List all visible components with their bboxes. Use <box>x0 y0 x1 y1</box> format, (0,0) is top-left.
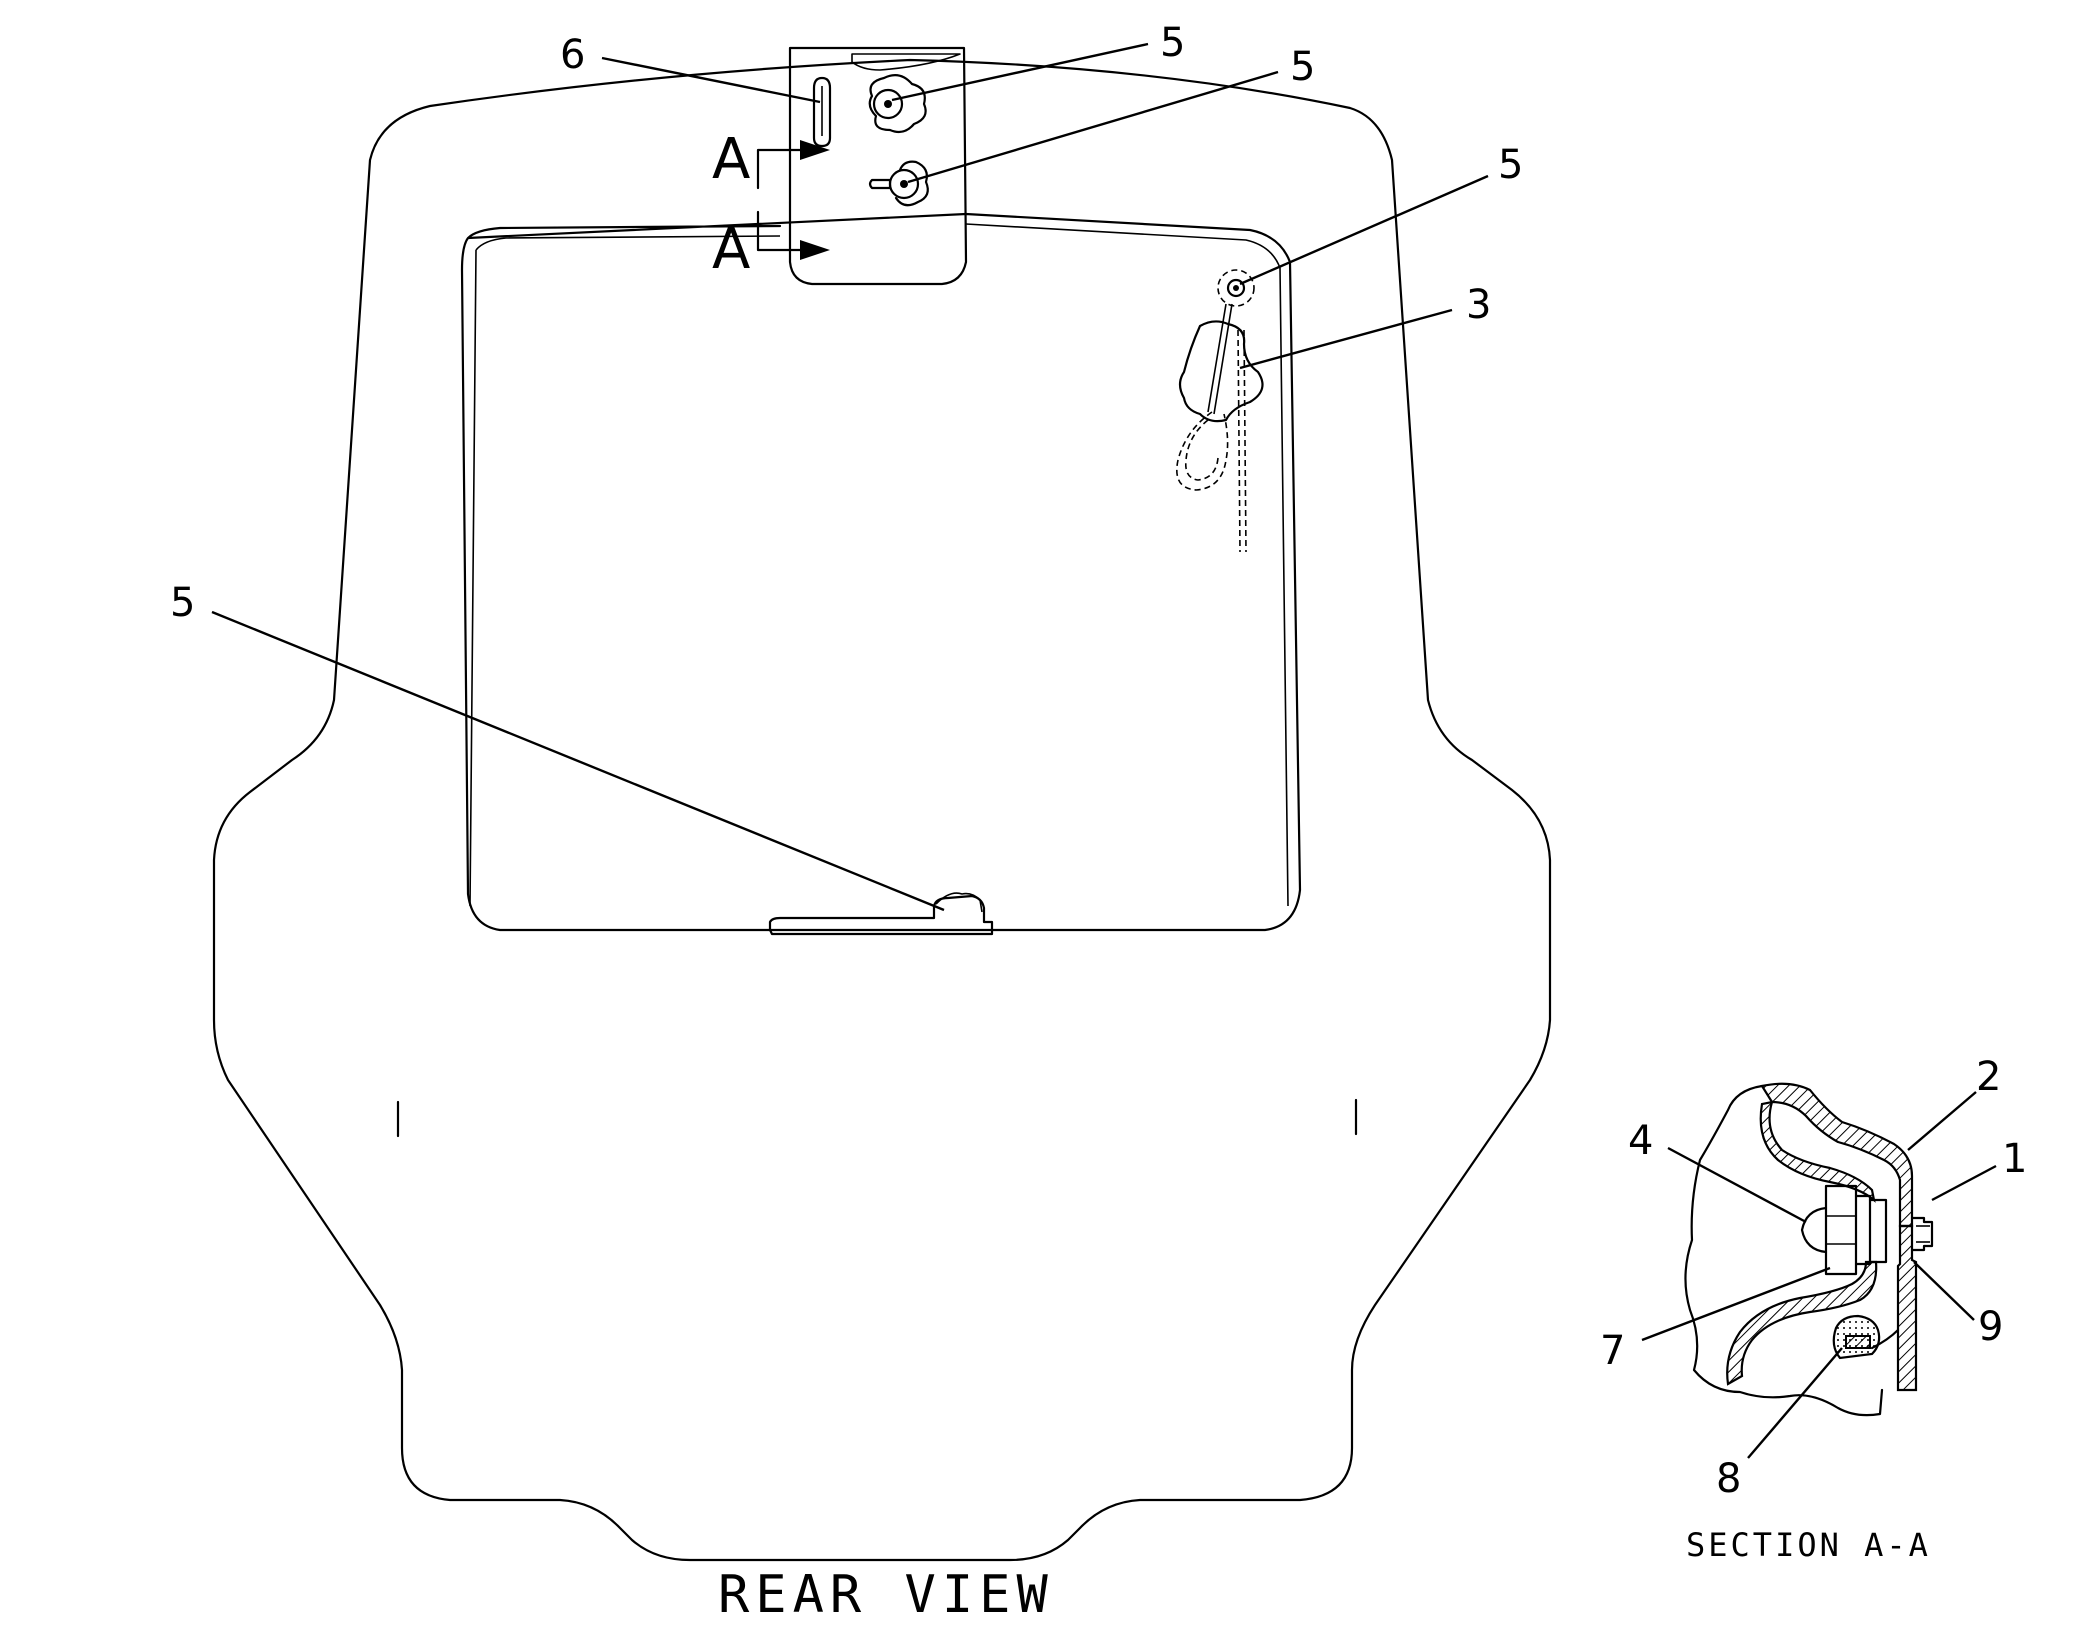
latch-lump <box>935 892 983 913</box>
section-marker-bottom: A <box>712 217 750 282</box>
hose-loop-inner <box>1184 419 1219 481</box>
callout-8: 8 <box>1716 1456 1741 1502</box>
section-arrow-top <box>756 148 802 190</box>
pivot-dashed-circle <box>1217 269 1255 307</box>
callout-3: 3 <box>1466 282 1491 328</box>
rear-window-frame <box>460 212 1302 932</box>
clip-part-6 <box>812 76 832 148</box>
hose-drop-line <box>1237 329 1247 553</box>
callout-5-right: 5 <box>1498 142 1523 188</box>
section-break-outline <box>1684 1084 1884 1417</box>
hose-housing <box>1178 320 1264 423</box>
section-seal-core <box>1845 1335 1871 1349</box>
section-marker-top: A <box>712 127 750 192</box>
section-glass-9 <box>1896 1224 1918 1392</box>
mount-plate <box>788 46 968 286</box>
callout-2: 2 <box>1976 1054 2001 1100</box>
callout-5-top: 5 <box>1160 20 1185 66</box>
hose-loop <box>1176 411 1229 491</box>
section-arrowhead-bottom <box>800 240 830 260</box>
rear-view-caption: REAR VIEW <box>718 1565 1054 1625</box>
callout-9: 9 <box>1978 1304 2003 1350</box>
callout-5-middle: 5 <box>1290 44 1315 90</box>
section-arrow-bottom <box>756 210 802 252</box>
callout-7: 7 <box>1600 1328 1625 1374</box>
section-bolt-1 <box>1910 1216 1934 1252</box>
section-bolt-head <box>1800 1206 1828 1254</box>
rear-window-inner <box>469 223 1289 907</box>
section-caption: SECTION A-A <box>1686 1526 1931 1564</box>
section-bracket-7 <box>1726 1260 1878 1386</box>
section-nut-4 <box>1824 1184 1858 1276</box>
callout-5-bottom: 5 <box>170 580 195 626</box>
section-arrowhead-top <box>800 140 830 160</box>
callout-1: 1 <box>2002 1136 2027 1182</box>
callout-6: 6 <box>560 32 585 78</box>
hose-tube <box>1207 303 1233 415</box>
knob-part-5a <box>868 73 927 134</box>
callout-4: 4 <box>1628 1118 1653 1164</box>
mount-plate-fold <box>851 53 961 71</box>
knob-stem <box>868 178 892 190</box>
window-sill-plate <box>768 894 994 936</box>
knob-part-5b <box>894 160 929 207</box>
